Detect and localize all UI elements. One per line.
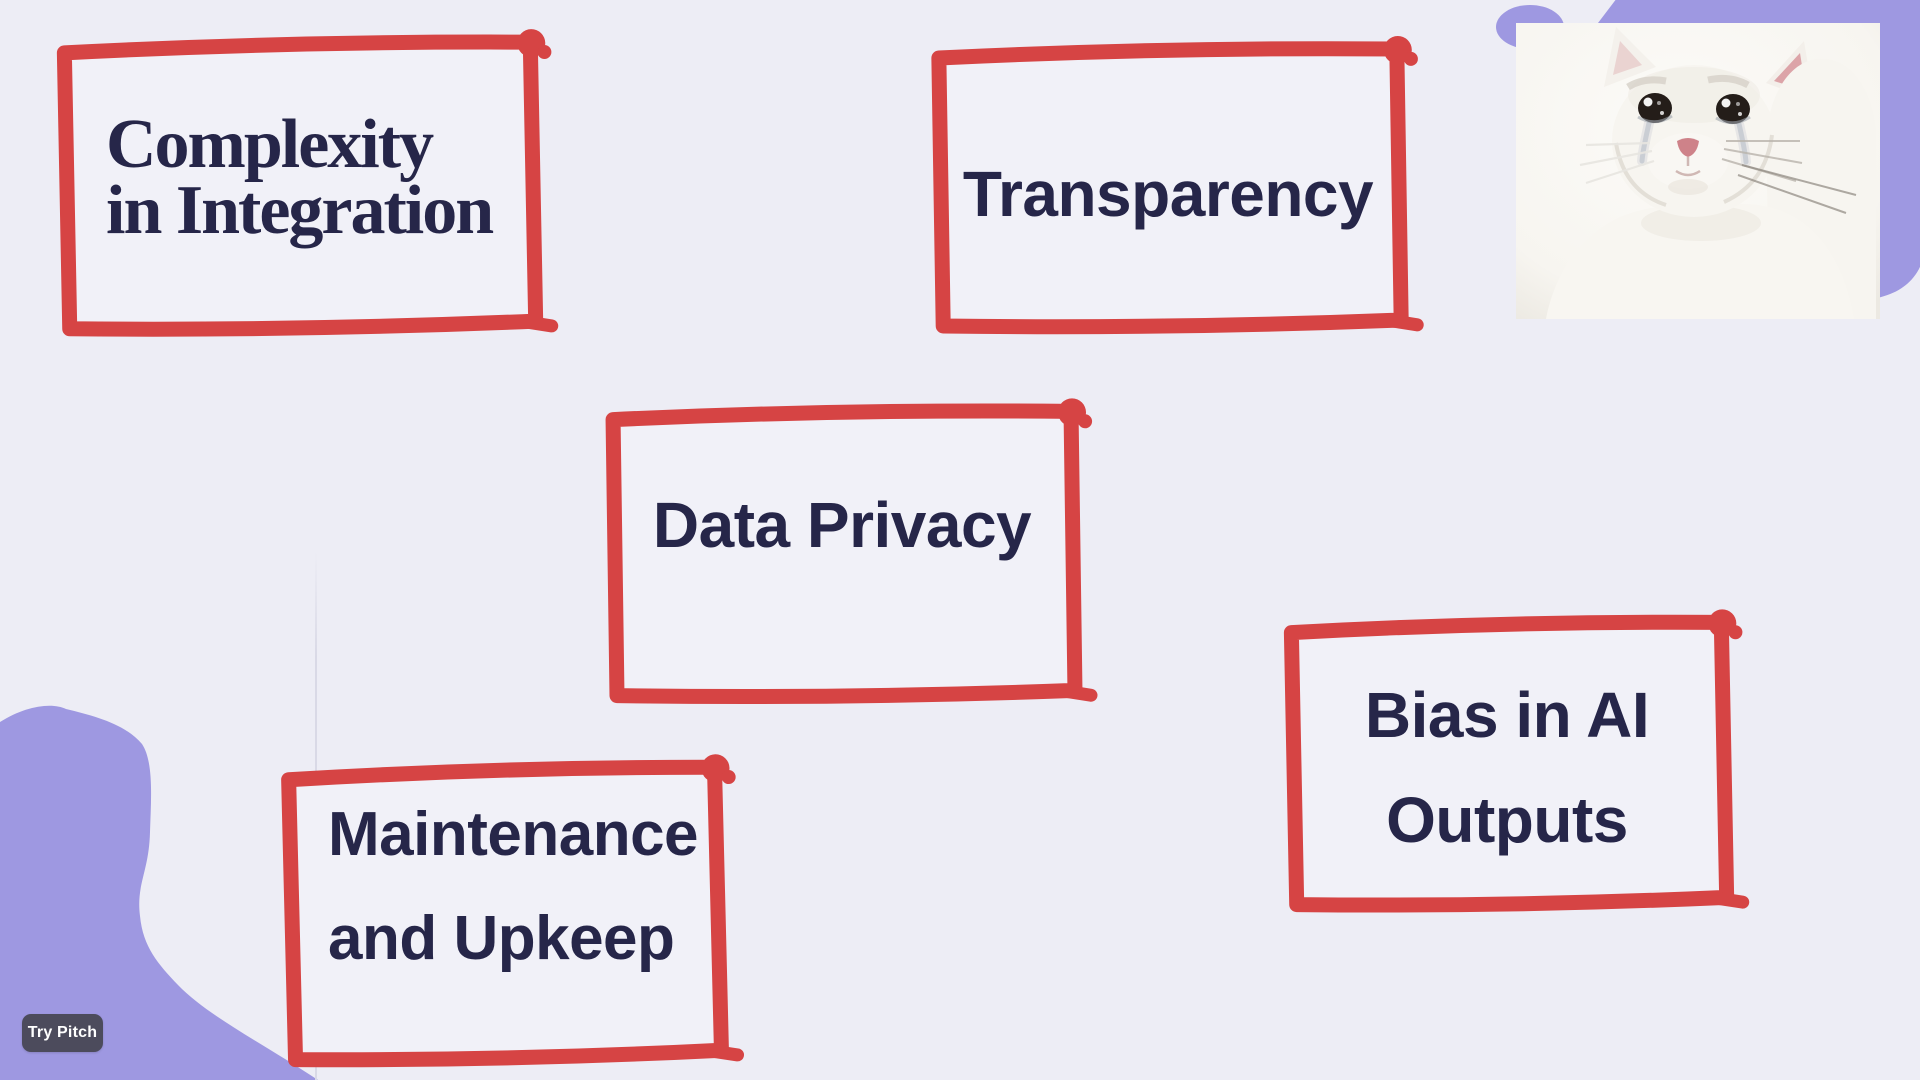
card-title: Data Privacy (596, 396, 1088, 710)
card-complexity-in-integration: Complexity in Integration (48, 28, 559, 342)
sketch-frame (605, 398, 1098, 705)
card-maintenance-and-upkeep: Maintenance and Upkeep (273, 754, 745, 1072)
try-pitch-badge[interactable]: Try Pitch (22, 1014, 103, 1052)
crying-cat-image (1516, 23, 1880, 319)
card-title-line: Maintenance (328, 800, 699, 869)
card-transparency: Transparency (922, 34, 1424, 340)
card-title: Complexity in Integration (48, 28, 548, 342)
sketch-frame (1283, 609, 1750, 913)
card-data-privacy: Data Privacy (596, 396, 1098, 710)
card-title: Maintenance and Upkeep (273, 754, 733, 1072)
card-title-line: Transparency (962, 158, 1374, 230)
card-title-line: Data Privacy (652, 489, 1032, 561)
card-title-line: and Upkeep (328, 904, 675, 973)
card-title: Bias in AI Outputs (1275, 608, 1739, 918)
sketch-frame (56, 29, 559, 337)
card-bias-in-ai-outputs: Bias in AI Outputs (1275, 608, 1750, 918)
card-title-line: Bias in AI (1364, 679, 1650, 751)
card-title-line: in Integration (106, 172, 494, 249)
card-title-line: Outputs (1386, 784, 1628, 856)
card-title-line: Complexity (106, 106, 434, 183)
sketch-frame (931, 35, 1424, 335)
sketch-frame (281, 754, 745, 1068)
card-title: Transparency (922, 34, 1414, 340)
try-pitch-label: Try Pitch (27, 1024, 98, 1041)
